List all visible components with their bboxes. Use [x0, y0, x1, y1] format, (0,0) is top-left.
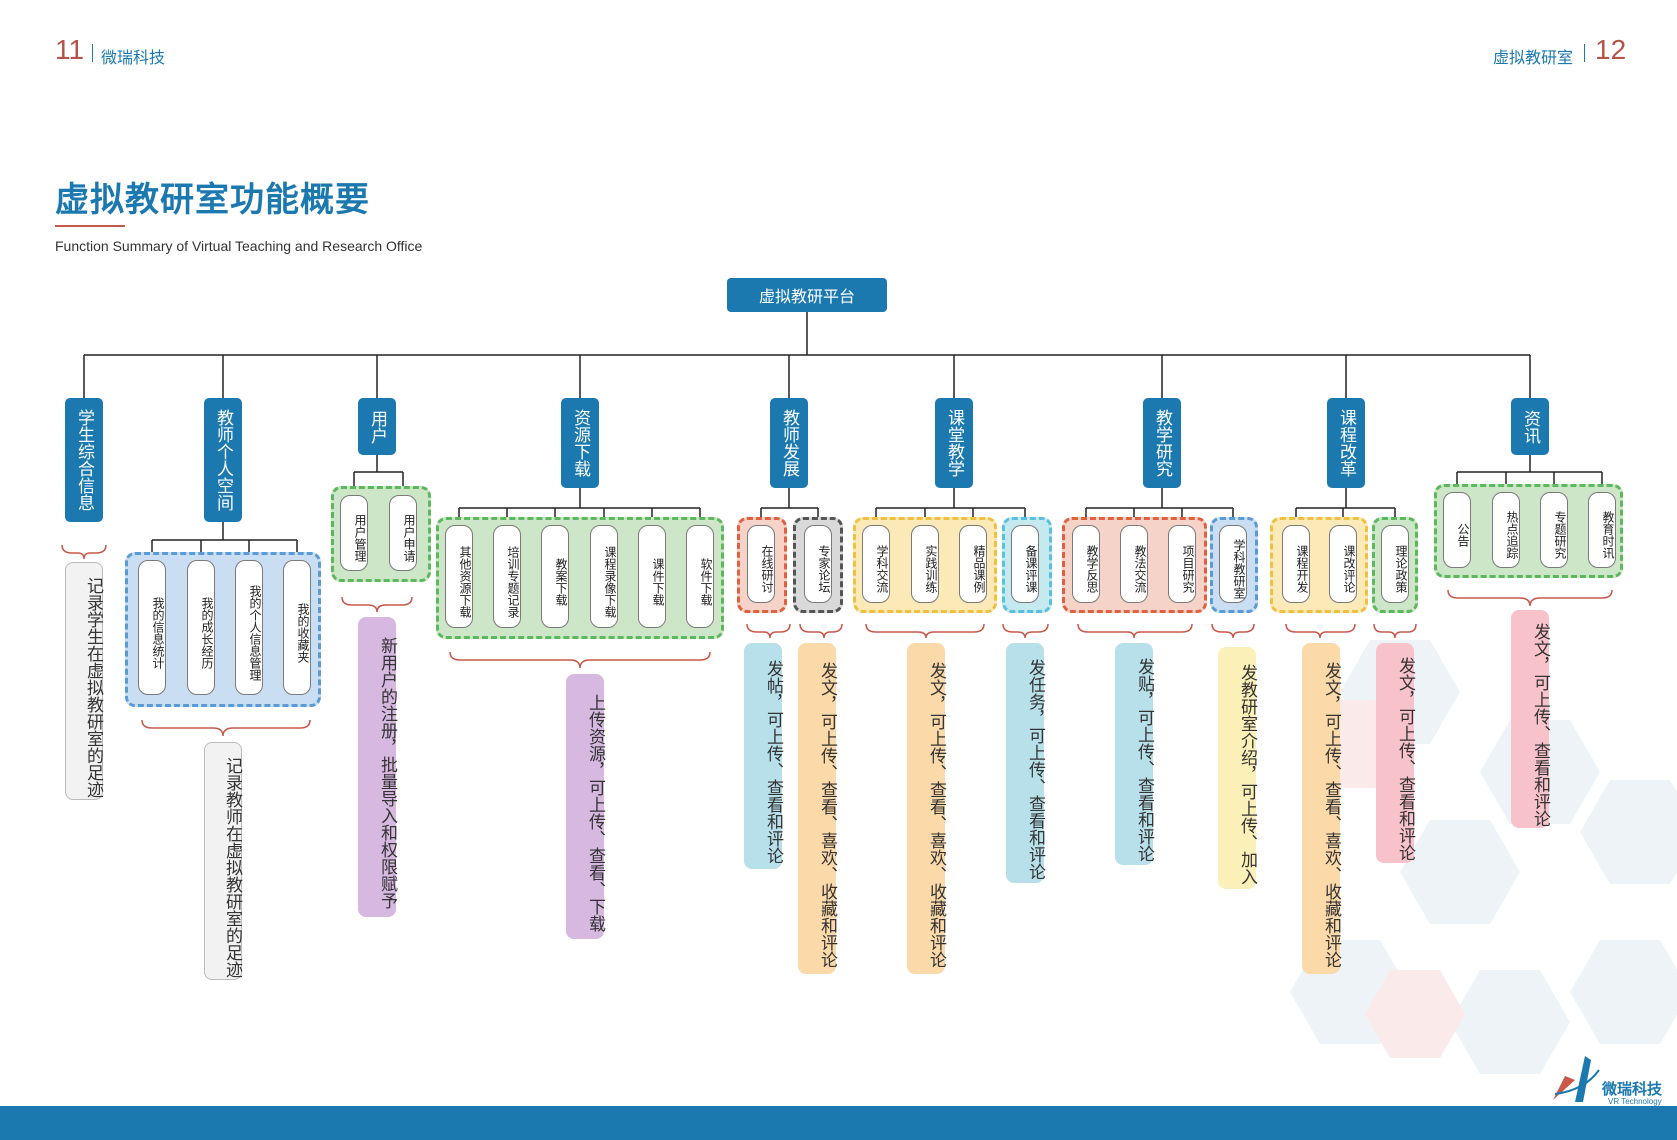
desc-user: 新用户的注册，批量导入和权限赋予 [358, 617, 397, 917]
item-course-development[interactable]: 课程开发 [1282, 525, 1310, 603]
item-lesson-plan-download[interactable]: 教案下载 [541, 525, 569, 628]
item-topic-research[interactable]: 专题研究 [1540, 492, 1568, 568]
item-announcement[interactable]: 公告 [1443, 492, 1471, 568]
item-reform-comment[interactable]: 课改评论 [1329, 525, 1357, 603]
page-number-right: 12 [1595, 34, 1627, 65]
brace-dev-b [799, 623, 843, 639]
hexagon-background-decoration [1290, 640, 1677, 1074]
item-method-exchange[interactable]: 教法交流 [1120, 525, 1148, 603]
item-theory-policy[interactable]: 理论政策 [1381, 525, 1409, 603]
brand-logo-icon [1553, 1056, 1600, 1102]
item-other-resource-download[interactable]: 其他资源下载 [445, 525, 473, 628]
category-teaching-research[interactable]: 教学研究 [1143, 398, 1181, 488]
category-resource-download[interactable]: 资源下载 [561, 398, 599, 488]
desc-news: 发文，可上传、查看和评论 [1511, 610, 1550, 828]
category-teacher-space[interactable]: 教师个人空间 [204, 398, 242, 522]
header-separator-right [1584, 44, 1585, 62]
item-education-news[interactable]: 教育时讯 [1588, 492, 1616, 568]
title-underline [55, 225, 125, 227]
item-my-profile-manage[interactable]: 我的个人信息管理 [235, 560, 263, 695]
item-project-research[interactable]: 项目研究 [1168, 525, 1196, 603]
header-separator-left [92, 44, 93, 62]
group-resource [436, 517, 724, 639]
item-course-video-download[interactable]: 课程录像下载 [590, 525, 618, 628]
desc-student: 记录学生在虚拟教研室的足迹 [65, 562, 103, 800]
footer-bar [0, 1106, 1677, 1140]
item-user-manage[interactable]: 用户管理 [340, 495, 368, 571]
desc-teacher: 记录教师在虚拟教研室的足迹 [204, 742, 242, 980]
category-classroom-teaching[interactable]: 课堂教学 [935, 398, 973, 488]
item-practice-training[interactable]: 实践训练 [911, 525, 939, 603]
item-training-records[interactable]: 培训专题记录 [493, 525, 521, 628]
page-title: 虚拟教研室功能概要 [55, 180, 370, 220]
page-number-left: 11 [55, 34, 85, 65]
brace-research-a [1077, 623, 1193, 639]
brace-research-b [1211, 623, 1255, 639]
item-user-apply[interactable]: 用户申请 [389, 495, 417, 571]
brace-student [61, 544, 107, 560]
brace-reform-a [1285, 623, 1356, 639]
page-subtitle: Function Summary of Virtual Teaching and… [55, 238, 423, 254]
header-label-left: 微瑞科技 [101, 48, 166, 67]
category-news[interactable]: 资讯 [1511, 398, 1549, 455]
platform-root-node[interactable]: 虚拟教研平台 [727, 278, 887, 312]
item-hot-tracking[interactable]: 热点追踪 [1492, 492, 1520, 568]
brace-dev-a [746, 623, 791, 639]
desc-class-b: 发任务，可上传、查看和评论 [1006, 643, 1045, 883]
item-lesson-prep-review[interactable]: 备课评课 [1011, 525, 1039, 603]
item-teaching-reflection[interactable]: 教学反思 [1072, 525, 1100, 603]
brace-news [1447, 589, 1613, 607]
desc-reform-a: 发文，可上传、查看、喜欢、收藏和评论 [1302, 643, 1341, 974]
page-header: 11 微瑞科技 虚拟教研室 12 [0, 0, 1677, 80]
item-online-discussion[interactable]: 在线研讨 [747, 525, 775, 603]
item-subject-exchange[interactable]: 学科交流 [862, 525, 890, 603]
item-subject-research-office[interactable]: 学科教研室 [1219, 525, 1247, 603]
category-curriculum-reform[interactable]: 课程改革 [1327, 398, 1365, 488]
item-software-download[interactable]: 软件下载 [686, 525, 714, 628]
brand-name: 微瑞科技 [1602, 1080, 1663, 1098]
item-courseware-download[interactable]: 课件下载 [638, 525, 666, 628]
category-user[interactable]: 用户 [358, 398, 396, 455]
desc-class-a: 发文，可上传、查看、喜欢、收藏和评论 [907, 643, 946, 974]
category-teacher-development[interactable]: 教师发展 [770, 398, 808, 488]
item-expert-forum[interactable]: 专家论坛 [804, 525, 832, 603]
desc-dev-a: 发帖，可上传、查看和评论 [744, 643, 783, 869]
item-my-info-stats[interactable]: 我的信息统计 [138, 560, 166, 695]
brace-reform-b [1373, 623, 1417, 639]
brace-class-b [1002, 623, 1049, 639]
brand-subtitle: VR Technology [1608, 1097, 1662, 1106]
desc-research-b: 发教研室介绍，可上传、加入 [1218, 647, 1257, 889]
item-my-favorites[interactable]: 我的收藏夹 [283, 560, 311, 695]
brace-resource [449, 651, 711, 669]
brace-class-a [865, 623, 985, 639]
brace-user [341, 596, 413, 613]
brace-teacher [141, 719, 311, 737]
desc-resource: 上传资源，可上传、查看、下载 [566, 674, 605, 939]
header-label-right: 虚拟教研室 [1493, 48, 1574, 67]
item-my-growth[interactable]: 我的成长经历 [187, 560, 215, 695]
desc-dev-b: 发文，可上传、查看、喜欢、收藏和评论 [798, 643, 837, 974]
desc-research-a: 发贴，可上传、查看和评论 [1115, 643, 1154, 865]
category-student-info[interactable]: 学生综合信息 [65, 398, 103, 522]
item-quality-lessons[interactable]: 精品课例 [959, 525, 987, 603]
desc-reform-b: 发文，可上传、查看和评论 [1376, 643, 1415, 863]
